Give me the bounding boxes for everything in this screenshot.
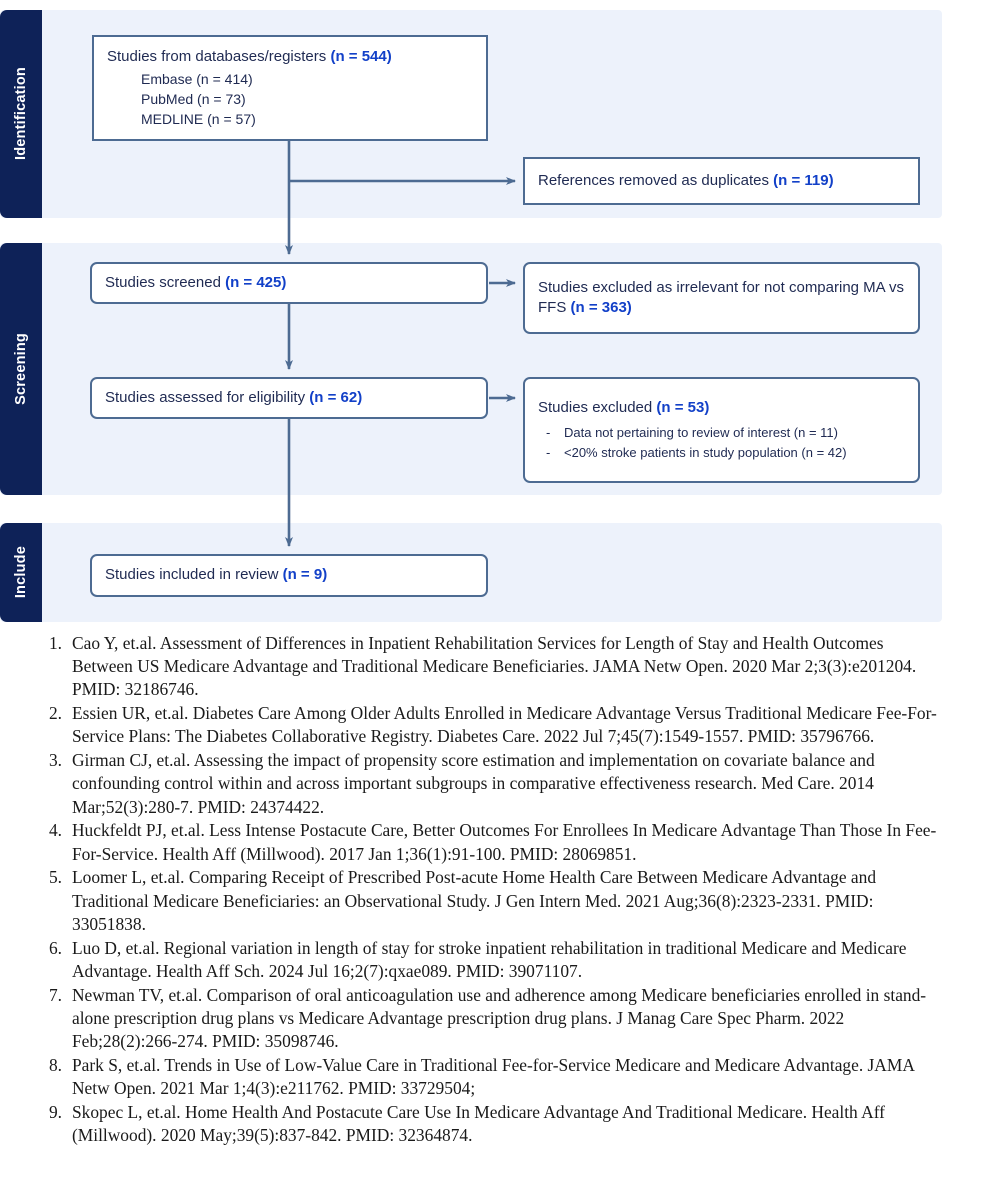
box-screened-count: (n = 425)	[225, 273, 287, 291]
box-duplicates-count: (n = 119)	[773, 171, 834, 189]
dash-bullet: -	[546, 444, 551, 460]
stage-label-identification: Identification	[13, 67, 29, 161]
box-databases-count: (n = 544)	[330, 47, 392, 65]
box-excluded-reasons-list: -Data not pertaining to review of intere…	[538, 423, 905, 462]
stage-tab-screening: Screening	[0, 243, 42, 495]
box-eligibility-line: Studies assessed for eligibility (n = 62…	[105, 388, 473, 408]
box-screened-line: Studies screened (n = 425)	[105, 273, 473, 293]
box-databases-title: Studies from databases/registers	[107, 47, 327, 65]
reference-list: Cao Y, et.al. Assessment of Differences …	[0, 632, 982, 1147]
reference-item: Cao Y, et.al. Assessment of Differences …	[36, 632, 917, 700]
list-item-label: Data not pertaining to review of interes…	[564, 425, 838, 441]
box-eligibility-title: Studies assessed for eligibility	[105, 388, 306, 406]
box-excluded-irrelevant-title: Studies excluded as irrelevant for not c…	[538, 278, 905, 316]
box-references-removed-duplicates: References removed as duplicates (n = 11…	[523, 157, 920, 205]
list-item: Embase (n = 414)	[141, 70, 253, 87]
stage-label-include: Include	[13, 546, 29, 599]
list-item: PubMed (n = 73)	[141, 90, 246, 107]
list-item: -<20% stroke patients in study populatio…	[544, 443, 905, 463]
reference-item: Park S, et.al. Trends in Use of Low-Valu…	[36, 1054, 914, 1098]
box-excluded-reasons-title: Studies excluded	[538, 398, 653, 416]
box-excluded-irrelevant-count: (n = 363)	[570, 299, 632, 316]
box-duplicates-line: References removed as duplicates (n = 11…	[538, 171, 905, 191]
reference-item: Skopec L, et.al. Home Health And Postacu…	[36, 1101, 885, 1145]
box-excluded-irrelevant-line: Studies excluded as irrelevant for not c…	[538, 278, 905, 319]
box-studies-from-databases: Studies from databases/registers (n = 54…	[92, 35, 488, 141]
dash-bullet: -	[546, 425, 551, 441]
box-studies-excluded-irrelevant: Studies excluded as irrelevant for not c…	[523, 262, 920, 334]
reference-item: Luo D, et.al. Regional variation in leng…	[36, 937, 907, 981]
stage-tab-identification: Identification	[0, 10, 42, 218]
list-item-label: <20% stroke patients in study population…	[564, 444, 847, 460]
reference-item: Loomer L, et.al. Comparing Receipt of Pr…	[36, 866, 877, 934]
box-excluded-reasons-count: (n = 53)	[656, 398, 710, 416]
box-excluded-reasons-line: Studies excluded (n = 53)	[538, 398, 905, 418]
box-screened-title: Studies screened	[105, 273, 221, 291]
reference-list-section: Cao Y, et.al. Assessment of Differences …	[0, 632, 982, 1148]
box-databases-source-list: Embase (n = 414) PubMed (n = 73) MEDLINE…	[107, 70, 473, 130]
prisma-flow-diagram: Identification Screening Include	[0, 10, 942, 622]
stage-tab-include: Include	[0, 523, 42, 622]
box-studies-excluded-reasons: Studies excluded (n = 53) -Data not pert…	[523, 377, 920, 483]
box-duplicates-title: References removed as duplicates	[538, 171, 769, 189]
list-item: MEDLINE (n = 57)	[141, 110, 256, 127]
reference-item: Essien UR, et.al. Diabetes Care Among Ol…	[36, 702, 937, 747]
box-studies-screened: Studies screened (n = 425)	[90, 262, 488, 304]
box-studies-included: Studies included in review (n = 9)	[90, 554, 488, 597]
box-databases-title-line: Studies from databases/registers (n = 54…	[107, 47, 473, 67]
reference-item: Girman CJ, et.al. Assessing the impact o…	[36, 749, 875, 817]
box-included-line: Studies included in review (n = 9)	[105, 565, 473, 585]
box-studies-assessed-eligibility: Studies assessed for eligibility (n = 62…	[90, 377, 488, 419]
box-included-count: (n = 9)	[282, 566, 328, 584]
box-included-title: Studies included in review	[105, 566, 279, 584]
stage-label-screening: Screening	[13, 333, 29, 405]
list-item: -Data not pertaining to review of intere…	[544, 423, 905, 443]
reference-item: Huckfeldt PJ, et.al. Less Intense Postac…	[36, 819, 937, 864]
reference-item: Newman TV, et.al. Comparison of oral ant…	[36, 984, 927, 1051]
box-eligibility-count: (n = 62)	[309, 388, 363, 406]
